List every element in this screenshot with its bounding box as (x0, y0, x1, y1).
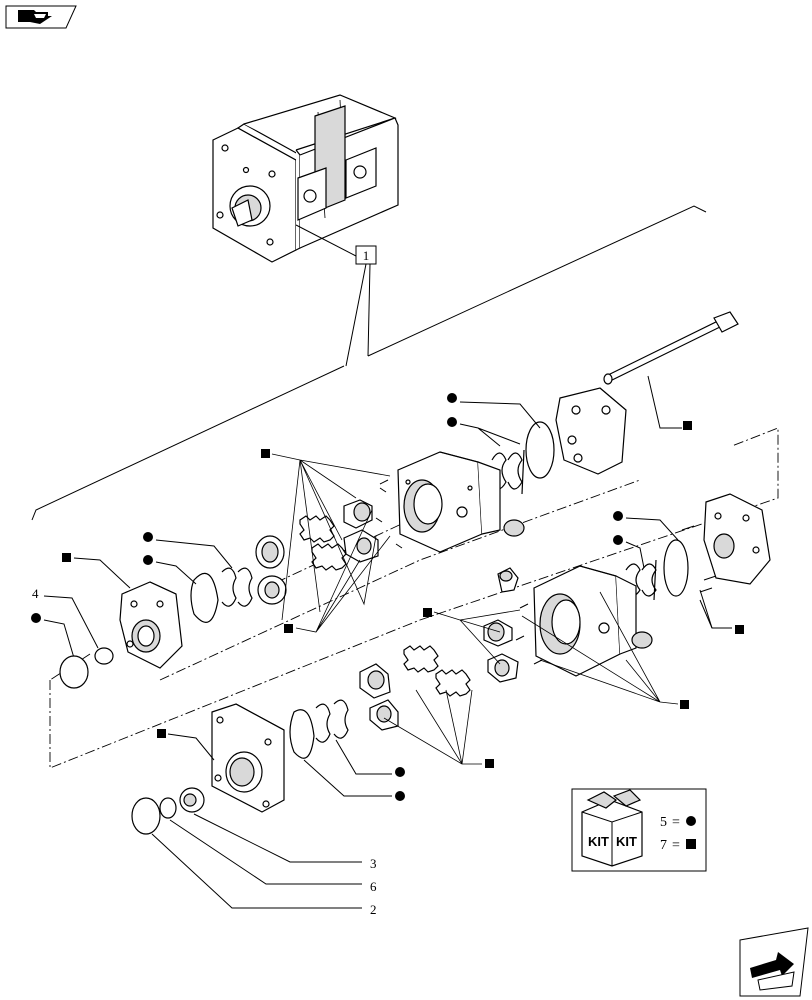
callout-1-label: 1 (363, 248, 370, 263)
rear-cover-lower (703, 493, 771, 585)
front-flange-lower (211, 703, 285, 813)
nav-back-icon[interactable] (5, 5, 77, 29)
kit-row1-eq: = (672, 815, 680, 830)
pump-body-top (397, 451, 501, 553)
circle-symbol (686, 816, 696, 826)
kit-row1-number: 5 (660, 815, 667, 830)
group-bracket (31, 205, 707, 521)
kit-box-icon: KIT KIT (581, 789, 643, 867)
kit-row2-eq: = (672, 838, 680, 853)
kit-label-left: KIT (588, 834, 609, 849)
callout-4-label: 4 (32, 586, 39, 601)
axis-line-2 (159, 479, 641, 681)
callout-1: 1 (295, 224, 377, 367)
shaft-seal (94, 647, 114, 665)
square-marker (683, 421, 692, 430)
snap-ring (59, 655, 89, 689)
kit-row2-number: 7 (660, 838, 667, 853)
plug (503, 519, 525, 537)
long-bolt (603, 311, 739, 385)
flange-left (119, 581, 183, 669)
kit-legend: KIT KIT 5 = 7 = (571, 788, 707, 872)
kit-label-right: KIT (616, 834, 637, 849)
gear-set-lower (359, 619, 519, 731)
o-ring (525, 421, 555, 479)
pump-assembly (212, 94, 399, 263)
callout-2-label: 2 (370, 902, 377, 917)
circlip-6 (159, 797, 177, 819)
gear-set-top (255, 479, 403, 605)
callout-6-label: 6 (370, 879, 377, 894)
rear-cover (555, 387, 627, 475)
nav-next-icon[interactable] (739, 927, 809, 997)
snap-ring-2 (131, 797, 161, 835)
pump-body-lower (533, 565, 637, 677)
square-symbol (686, 839, 696, 849)
callout-3-label: 3 (370, 856, 377, 871)
